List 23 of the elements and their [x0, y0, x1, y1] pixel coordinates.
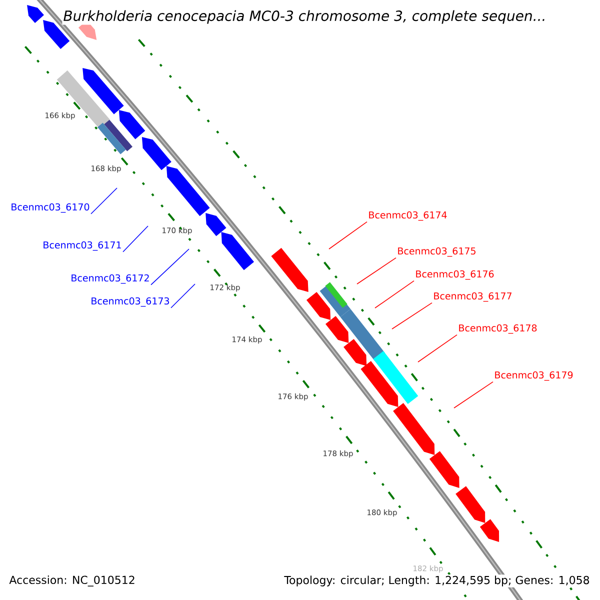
gene-label: Bcenmc03_6178: [459, 324, 537, 334]
leader-line: [356, 257, 396, 284]
summary-text: Topology: circular; Length: 1,224,595 bp; Genes: 1,058: [283, 574, 591, 588]
leader-line: [328, 221, 368, 250]
gene-label: Bcenmc03_6175: [398, 247, 476, 257]
leader-line: [418, 334, 458, 362]
leader-line: [454, 381, 494, 408]
gene-label: Bcenmc03_6174: [369, 211, 447, 221]
gene-label: Bcenmc03_6170: [12, 203, 90, 213]
leader-line: [170, 284, 196, 308]
gene-label: Bcenmc03_6173: [92, 297, 170, 307]
gene-label: Bcenmc03_6171: [44, 241, 121, 251]
gene-label: Bcenmc03_6172: [72, 274, 149, 284]
gene-label: Bcenmc03_6176: [416, 270, 494, 280]
leader-line: [374, 280, 414, 308]
leader-line: [392, 302, 432, 330]
leader-line: [90, 188, 118, 214]
title-text: Burkholderia cenocepacia MC0-3 chromosome 3, complete sequen...: [62, 9, 548, 25]
accession-text: Accession: NC_010512: [8, 574, 136, 588]
leader-line: [122, 226, 148, 252]
gene-label: Bcenmc03_6177: [434, 292, 512, 302]
gene-label: Bcenmc03_6179: [495, 371, 573, 381]
leader-line: [150, 248, 190, 286]
